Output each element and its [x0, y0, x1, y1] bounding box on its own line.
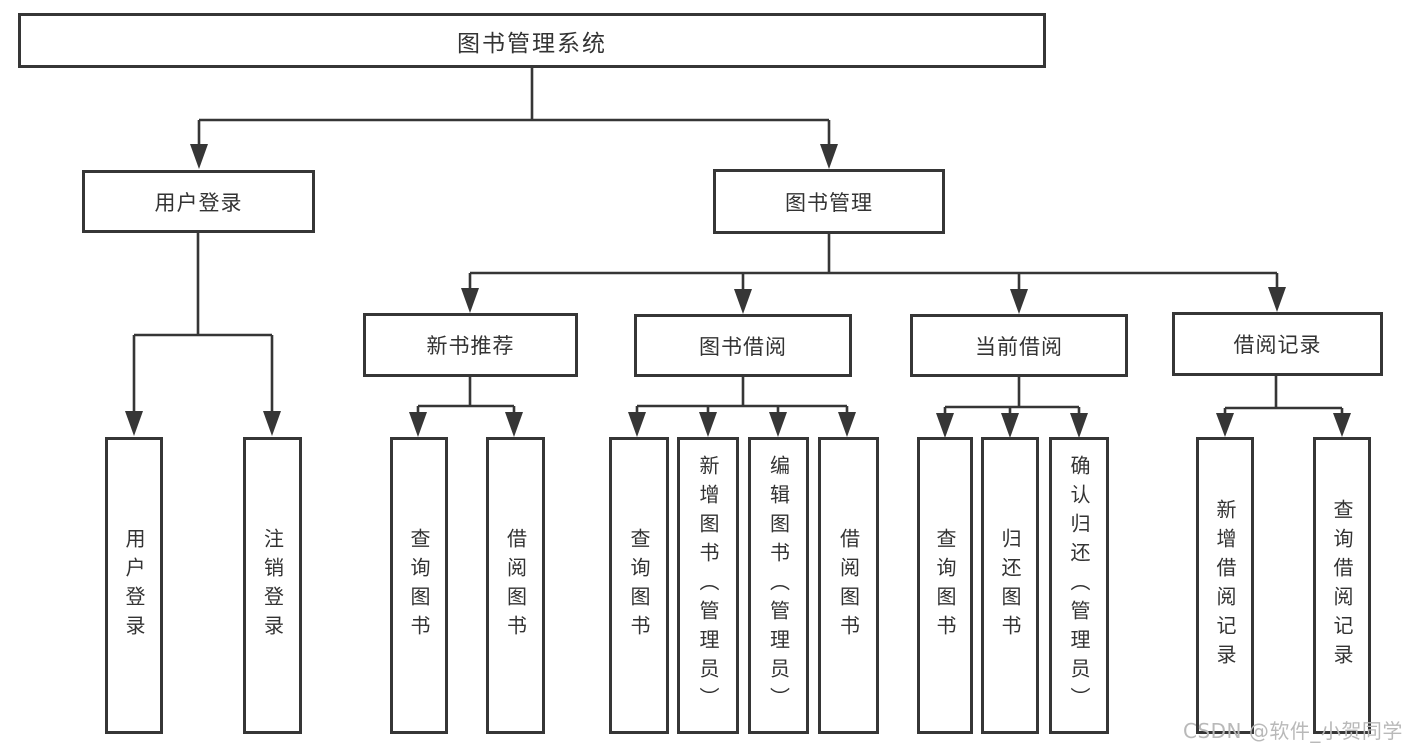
leaf-nbr-query-books: 查询图书 [390, 437, 448, 734]
leaf-label: 编辑图书（管理员） [766, 455, 791, 716]
csdn-watermark: CSDN @软件_小贺同学 [1183, 719, 1403, 743]
leaf-label: 查询图书 [407, 527, 431, 644]
leaf-bb-add-books-admin: 新增图书（管理员） [677, 437, 739, 734]
leaf-nbr-borrow-books: 借阅图书 [486, 437, 545, 734]
node-book-management: 图书管理 [713, 169, 945, 234]
leaf-label: 查询借阅记录 [1330, 498, 1354, 673]
node-label: 图书管理 [785, 190, 873, 215]
leaf-user-login: 用户登录 [105, 437, 163, 734]
node-user-login: 用户登录 [82, 170, 315, 233]
node-label: 图书管理系统 [457, 30, 607, 57]
leaf-label: 借阅图书 [836, 527, 861, 644]
node-label: 图书借阅 [699, 334, 787, 359]
leaf-cb-query-books: 查询图书 [917, 437, 973, 734]
leaf-label: 新增图书（管理员） [696, 455, 720, 716]
leaf-br-query-record: 查询借阅记录 [1313, 437, 1371, 734]
leaf-label: 用户登录 [122, 527, 146, 644]
connector-current-borrowing-to-leaves [936, 377, 1088, 438]
leaf-bb-borrow-books: 借阅图书 [818, 437, 879, 734]
node-root-library-management-system: 图书管理系统 [18, 13, 1046, 68]
node-label: 借阅记录 [1233, 333, 1322, 357]
node-label: 用户登录 [154, 190, 243, 215]
leaf-label: 注销登录 [260, 527, 285, 644]
leaf-cb-return-books: 归还图书 [981, 437, 1039, 734]
leaf-label: 新增借阅记录 [1213, 498, 1237, 673]
connector-book-management-to-level3 [461, 234, 1286, 314]
connector-root-to-level2 [190, 68, 838, 169]
leaf-logout: 注销登录 [243, 437, 302, 734]
leaf-bb-edit-books-admin: 编辑图书（管理员） [748, 437, 809, 734]
leaf-label: 查询图书 [627, 527, 651, 644]
connector-new-book-recommend-to-leaves [409, 377, 523, 437]
leaf-label: 归还图书 [998, 527, 1022, 644]
node-current-borrowing: 当前借阅 [910, 314, 1128, 377]
connector-book-borrowing-to-leaves [628, 377, 856, 437]
leaf-br-add-record: 新增借阅记录 [1196, 437, 1254, 734]
node-borrowing-records: 借阅记录 [1172, 312, 1383, 376]
node-label: 当前借阅 [975, 334, 1063, 359]
connector-borrowing-records-to-leaves [1216, 376, 1351, 437]
leaf-label: 借阅图书 [503, 527, 528, 644]
node-book-borrowing: 图书借阅 [634, 314, 852, 377]
node-new-book-recommend: 新书推荐 [363, 313, 578, 377]
connector-user-login-to-leaves [125, 233, 281, 436]
leaf-label: 确认归还（管理员） [1067, 455, 1091, 716]
node-label: 新书推荐 [426, 334, 515, 358]
leaf-bb-query-books: 查询图书 [609, 437, 669, 734]
leaf-label: 查询图书 [933, 527, 957, 644]
leaf-cb-confirm-return-admin: 确认归还（管理员） [1049, 437, 1109, 734]
